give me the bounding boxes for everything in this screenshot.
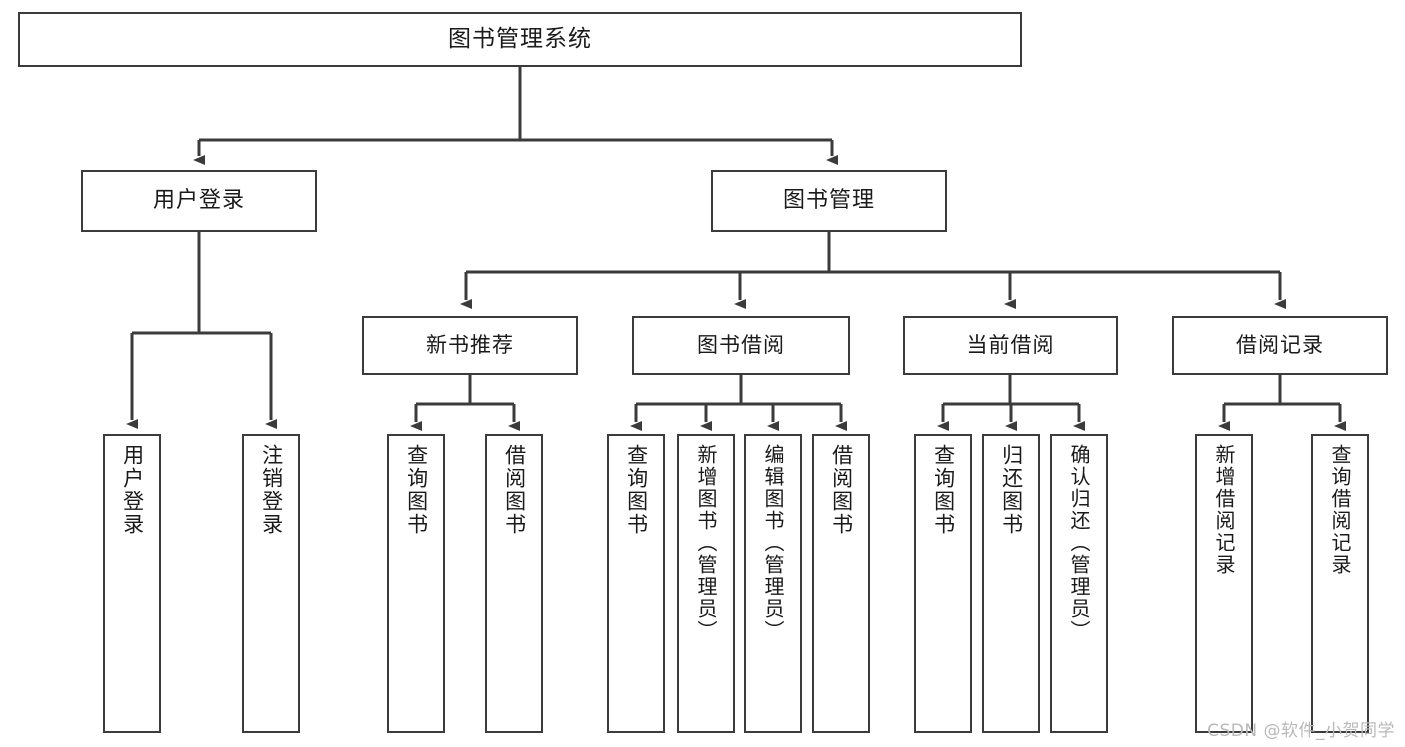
leaf-add-record-label: 新增借阅记录 <box>1212 444 1236 576</box>
leaf-query-book-2-label: 查询图书 <box>624 444 649 536</box>
node-root[interactable]: 图书管理系统 <box>18 12 1022 67</box>
leaf-borrow-book-2[interactable]: 借阅图书 <box>812 434 870 733</box>
leaf-edit-book[interactable]: 编辑图书（管理员） <box>744 434 802 733</box>
node-user-login-label: 用户登录 <box>152 188 245 214</box>
node-borrow-record[interactable]: 借阅记录 <box>1172 316 1388 375</box>
leaf-borrow-book-1-label: 借阅图书 <box>502 444 527 536</box>
node-current-borrow[interactable]: 当前借阅 <box>903 316 1118 375</box>
leaf-borrow-book-1[interactable]: 借阅图书 <box>485 434 543 733</box>
leaf-confirm-return[interactable]: 确认归还（管理员） <box>1050 434 1108 733</box>
leaf-edit-book-label: 编辑图书（管理员） <box>761 444 785 642</box>
leaf-add-book-label: 新增图书（管理员） <box>694 444 718 642</box>
node-book-manage[interactable]: 图书管理 <box>711 170 947 232</box>
leaf-return-book[interactable]: 归还图书 <box>982 434 1040 733</box>
node-borrow-record-label: 借阅记录 <box>1236 333 1324 358</box>
node-book-borrow[interactable]: 图书借阅 <box>632 316 850 375</box>
leaf-query-book-2[interactable]: 查询图书 <box>607 434 665 733</box>
leaf-query-book-1[interactable]: 查询图书 <box>387 434 445 733</box>
leaf-query-book-3-label: 查询图书 <box>931 444 956 536</box>
leaf-user-login-label: 用户登录 <box>120 444 145 536</box>
leaf-query-record[interactable]: 查询借阅记录 <box>1311 434 1369 733</box>
leaf-query-book-1-label: 查询图书 <box>404 444 429 536</box>
node-new-book-recommend[interactable]: 新书推荐 <box>362 316 578 375</box>
node-user-login[interactable]: 用户登录 <box>81 170 317 232</box>
node-root-label: 图书管理系统 <box>448 25 592 52</box>
leaf-borrow-book-2-label: 借阅图书 <box>829 444 854 536</box>
watermark: CSDN @软件_小贺同学 <box>1207 721 1395 741</box>
leaf-user-login[interactable]: 用户登录 <box>103 434 161 733</box>
leaf-query-book-3[interactable]: 查询图书 <box>914 434 972 733</box>
node-book-manage-label: 图书管理 <box>782 188 875 214</box>
leaf-logout-login-label: 注销登录 <box>259 444 284 536</box>
leaf-query-record-label: 查询借阅记录 <box>1328 444 1352 576</box>
leaf-return-book-label: 归还图书 <box>999 444 1024 536</box>
leaf-logout-login[interactable]: 注销登录 <box>242 434 300 733</box>
node-new-book-recommend-label: 新书推荐 <box>426 333 514 358</box>
node-current-borrow-label: 当前借阅 <box>966 333 1055 358</box>
leaf-add-record[interactable]: 新增借阅记录 <box>1195 434 1253 733</box>
node-book-borrow-label: 图书借阅 <box>697 333 785 358</box>
leaf-confirm-return-label: 确认归还（管理员） <box>1067 444 1091 642</box>
leaf-add-book[interactable]: 新增图书（管理员） <box>677 434 735 733</box>
